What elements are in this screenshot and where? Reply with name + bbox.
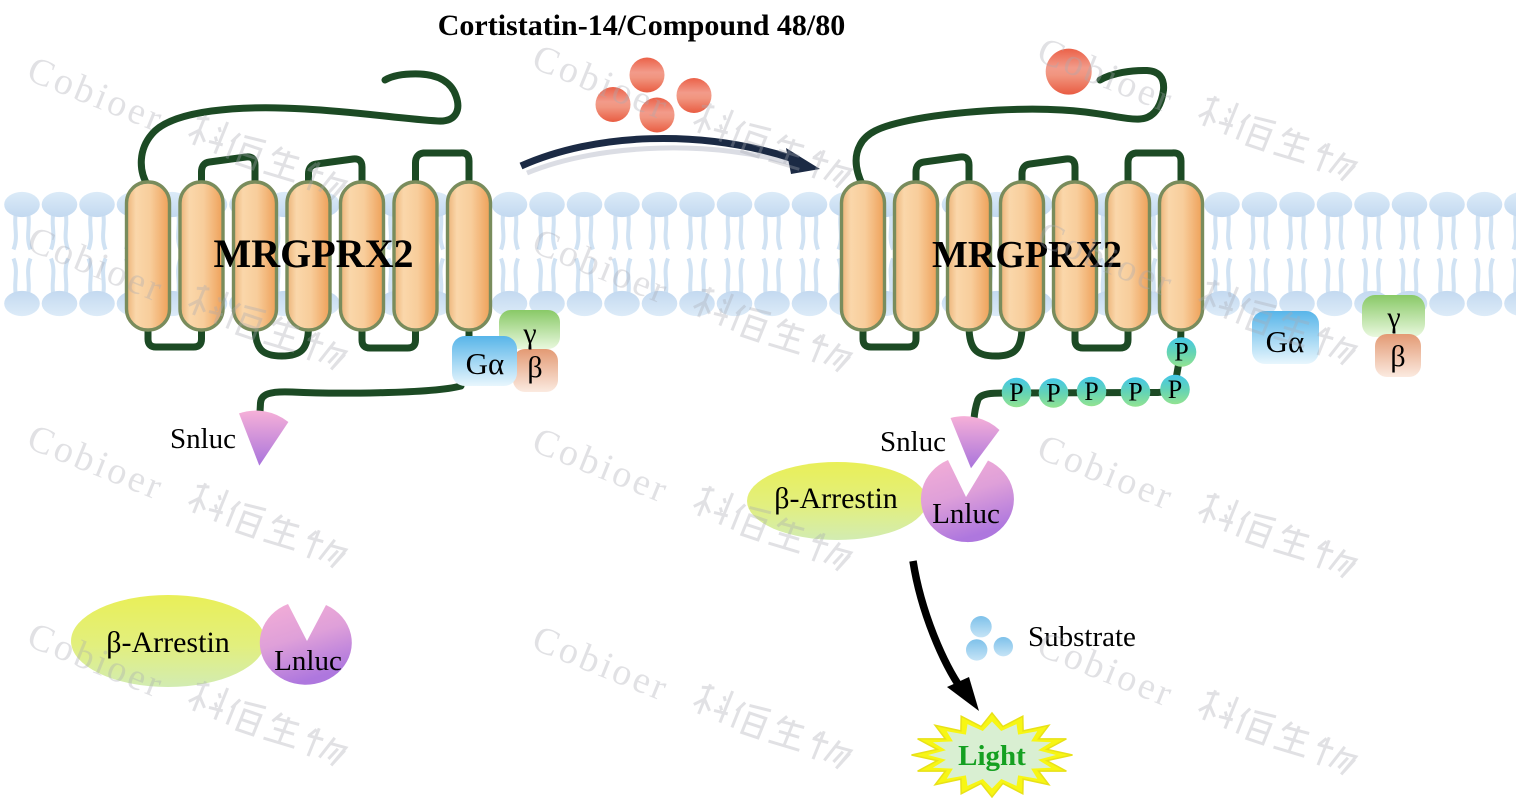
- svg-text:MRGPRX2: MRGPRX2: [214, 231, 414, 276]
- svg-text:Light: Light: [958, 740, 1026, 772]
- svg-text:β-Arrestin: β-Arrestin: [774, 482, 898, 515]
- svg-text:β: β: [1390, 340, 1405, 373]
- svg-text:Cortistatin-14/Compound 48/80: Cortistatin-14/Compound 48/80: [438, 9, 846, 42]
- svg-text:P: P: [1168, 375, 1182, 404]
- svg-text:P: P: [1046, 379, 1060, 408]
- svg-text:P: P: [1128, 378, 1142, 407]
- svg-text:P: P: [1084, 377, 1098, 406]
- svg-text:γ: γ: [522, 317, 536, 350]
- svg-text:Lnluc: Lnluc: [274, 645, 342, 677]
- svg-text:P: P: [1174, 338, 1188, 367]
- svg-text:Lnluc: Lnluc: [932, 498, 1000, 530]
- svg-text:β: β: [527, 351, 542, 384]
- svg-text:Snluc: Snluc: [170, 423, 236, 455]
- svg-text:P: P: [1009, 378, 1023, 407]
- svg-text:Gα: Gα: [466, 346, 505, 381]
- svg-text:γ: γ: [1386, 301, 1400, 334]
- svg-text:Snluc: Snluc: [880, 426, 946, 458]
